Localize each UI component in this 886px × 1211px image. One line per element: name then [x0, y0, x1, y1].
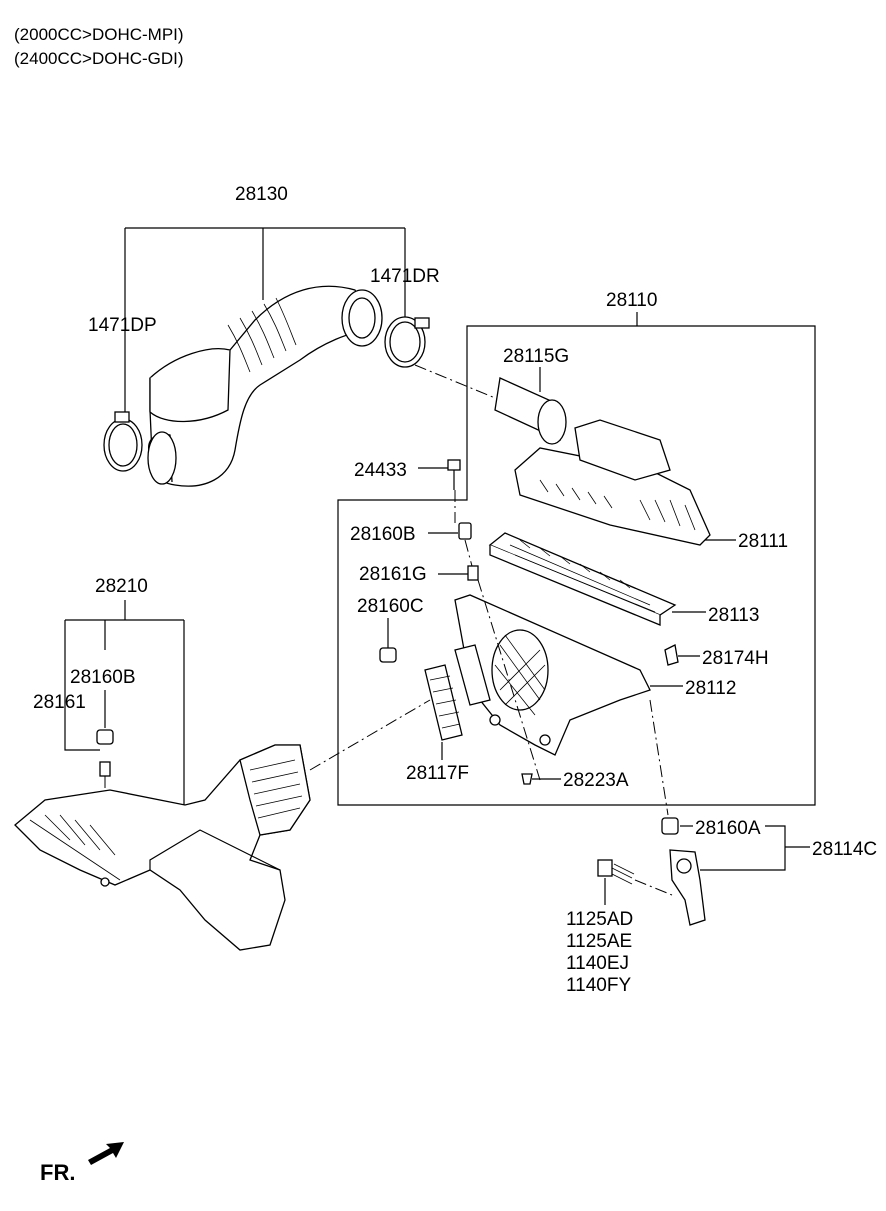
- label-1140FY[interactable]: 1140FY: [566, 975, 631, 996]
- axis-hose-to-box: [414, 364, 501, 401]
- label-28117F[interactable]: 28117F: [406, 763, 469, 784]
- filter-28113: [488, 532, 677, 626]
- label-1125AE[interactable]: 1125AE: [566, 931, 632, 952]
- axis-bolt: [634, 879, 673, 896]
- label-28130[interactable]: 28130: [235, 184, 288, 205]
- label-1471DP[interactable]: 1471DP: [88, 315, 157, 336]
- grommet-28160B: [458, 522, 472, 540]
- label-28110[interactable]: 28110: [606, 290, 657, 311]
- screw-24433: [447, 459, 461, 490]
- seal-28115G: [494, 377, 567, 445]
- bracket-28110: [337, 312, 816, 806]
- engine-spec-2: (2400CC>DOHC-GDI): [14, 49, 184, 68]
- grommet-28160C: [379, 647, 397, 663]
- fastener-28223A: [521, 773, 533, 785]
- clamp-1471DP: [103, 411, 143, 472]
- label-28114C[interactable]: 28114C: [812, 839, 877, 860]
- bracket-28114C: [700, 825, 810, 871]
- bolt-1125AD: [597, 859, 635, 885]
- label-28115G[interactable]: 28115G: [503, 346, 569, 367]
- label-28223A[interactable]: 28223A: [563, 770, 629, 791]
- axis-assembly-lines: [309, 490, 669, 816]
- label-1471DR[interactable]: 1471DR: [370, 266, 440, 287]
- label-28174H[interactable]: 28174H: [702, 648, 769, 669]
- label-1140EJ[interactable]: 1140EJ: [566, 953, 629, 974]
- label-28160B-lower[interactable]: 28160B: [70, 667, 136, 688]
- lower-body-28112: [454, 594, 651, 756]
- label-28160A[interactable]: 28160A: [695, 818, 761, 839]
- label-28160C[interactable]: 28160C: [357, 596, 424, 617]
- label-28210[interactable]: 28210: [95, 576, 148, 597]
- grommet-28160B-lower: [96, 729, 114, 745]
- cover-28111: [514, 419, 711, 546]
- front-arrow-icon: [88, 1142, 124, 1165]
- clamp-1471DR: [384, 316, 430, 368]
- label-28160B-top[interactable]: 28160B: [350, 524, 416, 545]
- label-28113[interactable]: 28113: [708, 605, 759, 626]
- label-28111[interactable]: 28111: [738, 531, 788, 552]
- lower-intake-28210: [14, 744, 311, 951]
- bracket-part-28114C: [669, 849, 706, 926]
- bushing-28161: [99, 761, 111, 777]
- intake-hose-part: [147, 285, 383, 487]
- grommet-28160A: [661, 817, 679, 835]
- bracket-28210: [64, 600, 185, 805]
- engine-spec-1: (2000CC>DOHC-MPI): [14, 25, 184, 44]
- label-28112[interactable]: 28112: [685, 678, 736, 699]
- duct-28117F: [424, 664, 463, 741]
- leader-28130: [124, 227, 406, 418]
- label-24433[interactable]: 24433: [354, 460, 407, 481]
- label-28161[interactable]: 28161: [33, 692, 86, 713]
- label-28161G[interactable]: 28161G: [359, 564, 427, 585]
- bushing-28161G: [467, 565, 479, 581]
- label-1125AD[interactable]: 1125AD: [566, 909, 633, 930]
- clip-28174H: [664, 644, 679, 666]
- front-direction-label: FR.: [40, 1160, 75, 1185]
